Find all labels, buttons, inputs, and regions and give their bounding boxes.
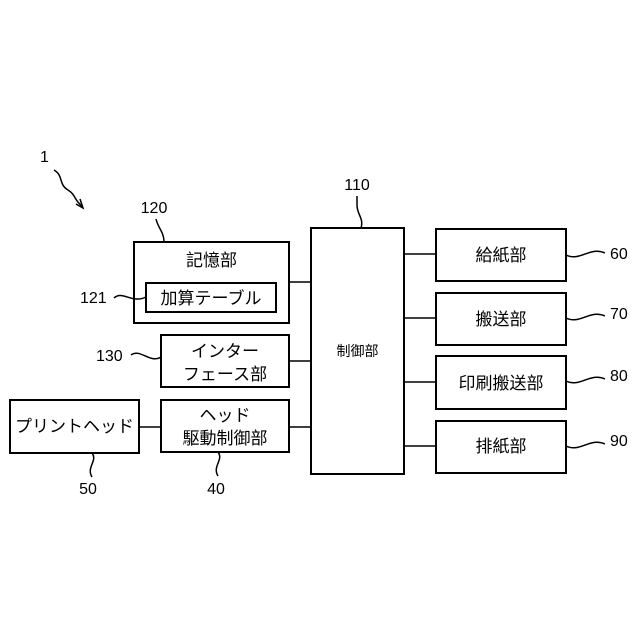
control-unit-leader [357, 196, 362, 228]
interface-unit-leader [131, 353, 161, 359]
print-head-label: プリントヘッド [15, 417, 134, 437]
paper-eject-ref: 90 [610, 433, 628, 450]
head-driver-leader [216, 452, 219, 476]
print-transport-ref: 80 [610, 368, 628, 385]
paper-eject-leader [566, 442, 605, 448]
head-driver-label-line1: ヘッド [200, 406, 251, 426]
paper-feed-label: 給紙部 [476, 246, 527, 266]
transport-ref: 70 [610, 306, 628, 323]
head-driver-label-line2: 駆動制御部 [183, 429, 268, 449]
storage-unit-leader [156, 219, 164, 242]
interface-unit-ref: 130 [96, 348, 123, 365]
control-unit-ref: 110 [344, 177, 370, 194]
figure-ref-label: 1 [40, 149, 49, 166]
interface-unit-label-line2: フェース部 [183, 365, 267, 385]
addition-table-label: 加算テーブル [161, 288, 262, 309]
head-driver-ref: 40 [207, 481, 225, 498]
transport-label: 搬送部 [476, 310, 527, 330]
print-transport-leader [566, 377, 605, 383]
print-head-leader [90, 453, 93, 477]
control-unit-label: 制御部 [337, 344, 379, 360]
addition-table-ref: 121 [80, 290, 107, 307]
print-transport-label: 印刷搬送部 [459, 374, 544, 394]
paper-feed-ref: 60 [610, 246, 628, 263]
print-head-ref: 50 [79, 481, 97, 498]
transport-leader [566, 314, 605, 320]
storage-unit-label: 記憶部 [186, 251, 237, 271]
paper-eject-label: 排紙部 [476, 437, 527, 457]
paper-feed-leader [566, 251, 605, 257]
figure-ref-arrow [54, 170, 82, 206]
interface-unit-label-line1: インター [191, 342, 259, 362]
storage-unit-ref: 120 [141, 200, 168, 217]
